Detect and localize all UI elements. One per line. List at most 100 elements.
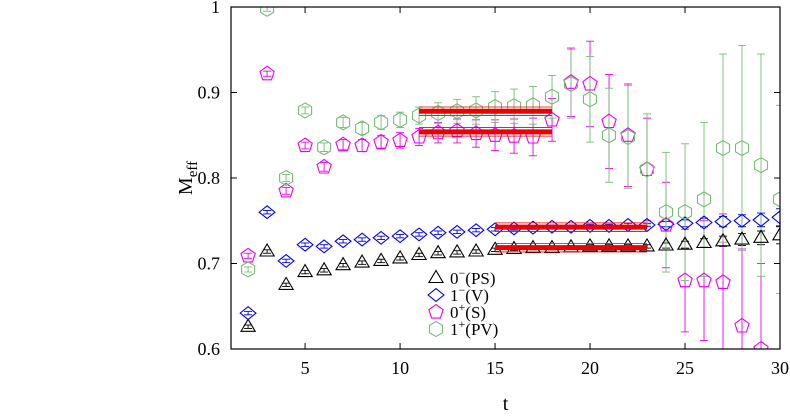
point-s — [392, 132, 408, 147]
point-pv — [336, 114, 351, 131]
point-pv — [639, 161, 655, 178]
legend-label-pv: 1+(PV) — [450, 317, 498, 339]
point-v — [733, 213, 751, 228]
point-ps — [429, 244, 447, 259]
y-axis-label: Meff — [175, 161, 201, 195]
legend-label-s: 0+(S) — [450, 300, 486, 322]
point-ps — [354, 254, 371, 268]
point-s — [677, 272, 693, 288]
point-s — [354, 137, 370, 153]
x-tick-label: 25 — [676, 358, 694, 378]
point-pv — [620, 128, 636, 146]
point-v — [258, 205, 276, 220]
point-ps — [316, 261, 333, 276]
point-ps — [619, 237, 637, 252]
point-v — [239, 305, 257, 321]
point-ps — [771, 226, 780, 241]
point-v — [543, 219, 561, 234]
point-s — [734, 317, 750, 333]
point-pv — [488, 98, 503, 116]
point-s — [297, 137, 313, 153]
point-ps — [259, 242, 276, 257]
point-v — [429, 225, 447, 240]
point-v — [353, 232, 371, 247]
point-ps — [676, 236, 694, 250]
point-v — [581, 218, 599, 234]
point-s — [278, 182, 294, 198]
point-pv — [582, 91, 598, 108]
point-pv — [715, 139, 731, 157]
point-v — [562, 219, 580, 234]
point-s — [658, 216, 674, 232]
point-pv — [450, 103, 465, 120]
point-s — [753, 340, 769, 349]
point-pv — [260, 7, 275, 17]
point-ps — [372, 252, 390, 266]
point-v — [695, 215, 713, 230]
point-pv — [374, 114, 389, 131]
point-ps — [657, 236, 675, 251]
point-pv — [355, 120, 370, 137]
point-ps — [278, 276, 295, 290]
point-pv — [563, 75, 579, 93]
legend-label-ps: 0−(PS) — [450, 266, 496, 288]
point-s — [620, 127, 636, 142]
point-pv — [696, 191, 712, 208]
x-axis-label: t — [503, 393, 509, 415]
point-ps — [391, 249, 409, 264]
point-s — [696, 272, 712, 288]
point-v — [676, 216, 694, 231]
fit-lines — [419, 106, 648, 253]
point-pv — [734, 139, 750, 157]
point-ps — [297, 263, 314, 278]
point-s — [316, 158, 332, 174]
legend-marker-s — [428, 303, 444, 319]
point-s — [259, 65, 275, 81]
point-v — [410, 227, 428, 242]
y-tick-label: 0.6 — [198, 339, 221, 359]
point-v — [296, 237, 314, 252]
point-v — [315, 239, 333, 254]
point-s — [582, 75, 598, 91]
point-v — [714, 214, 732, 229]
point-s — [544, 111, 560, 127]
data-points — [239, 7, 780, 349]
point-ps — [335, 256, 352, 271]
point-pv — [241, 261, 256, 278]
point-ps — [410, 246, 428, 261]
point-v — [448, 224, 466, 239]
point-ps — [714, 232, 732, 247]
point-pv — [601, 127, 617, 144]
y-axis: 0.60.70.80.91 — [198, 0, 780, 359]
legend-label-v: 1−(V) — [450, 283, 489, 305]
point-v — [657, 217, 675, 232]
error-bars — [244, 7, 780, 349]
point-v — [600, 218, 618, 234]
point-ps — [695, 234, 713, 249]
point-pv — [544, 88, 560, 105]
point-v — [334, 234, 352, 249]
x-tick-label: 20 — [581, 358, 599, 378]
point-ps — [467, 242, 485, 257]
point-s — [335, 136, 351, 152]
legend-marker-pv — [428, 320, 444, 338]
point-ps — [240, 318, 257, 332]
legend-marker-v — [427, 287, 445, 303]
point-ps — [600, 237, 618, 252]
point-pv — [279, 169, 294, 187]
y-axis-label-subscript: eff — [185, 161, 201, 177]
point-pv — [393, 111, 408, 129]
point-pv — [753, 157, 769, 174]
plot-frame — [230, 6, 781, 350]
x-tick-label: 10 — [391, 358, 409, 378]
point-pv — [677, 204, 693, 221]
legend: 0−(PS)1−(V)0+(S)1+(PV) — [427, 266, 498, 339]
y-axis-label-main: M — [175, 177, 197, 195]
point-ps — [752, 229, 770, 243]
x-tick-label: 15 — [486, 358, 504, 378]
y-tick-label: 1 — [211, 0, 220, 17]
point-s — [373, 133, 389, 149]
x-tick-label: 30 — [771, 358, 789, 378]
